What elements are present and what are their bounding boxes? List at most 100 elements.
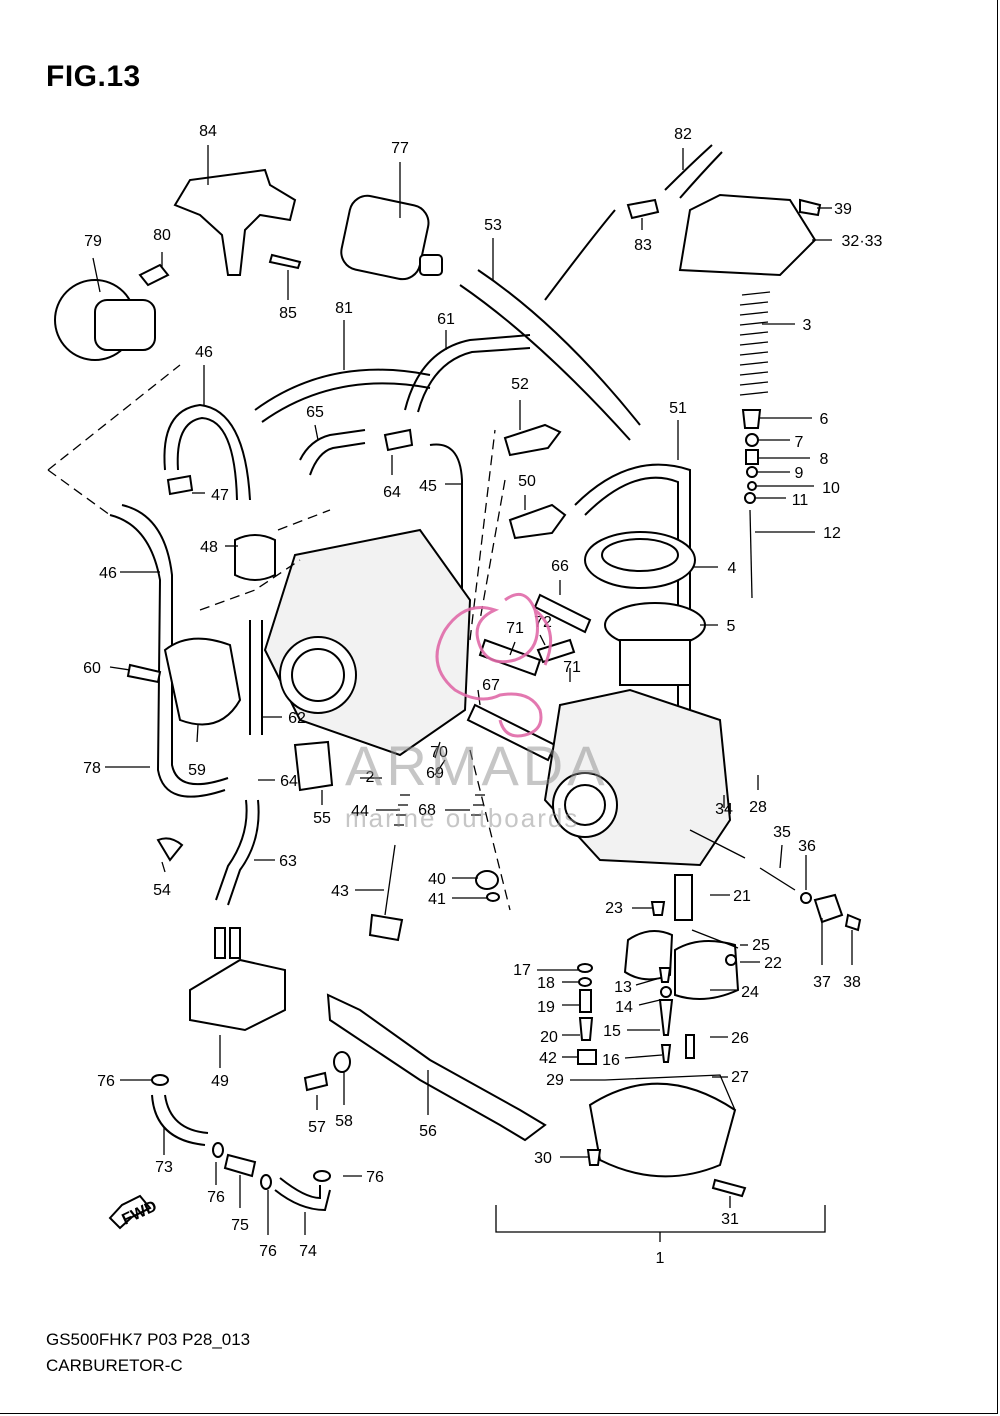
callout-label: 4 [728, 560, 737, 577]
callout-label: 85 [279, 305, 297, 322]
part-85-screw [268, 253, 302, 270]
callout-label: 51 [669, 400, 687, 417]
callout-label: 2 [366, 769, 375, 786]
part-1-bracket [495, 1205, 826, 1233]
callout-label: 18 [537, 975, 555, 992]
part-60-bolt [126, 663, 162, 684]
callout-label: 45 [419, 478, 437, 495]
callout-label: 11 [792, 492, 809, 509]
callout-label: 71 [563, 659, 581, 676]
callout-label: 28 [749, 799, 767, 816]
part-30-screw [586, 1149, 602, 1166]
callout-label: 25 [752, 937, 770, 954]
part-37-screw [813, 893, 844, 924]
part-73-hose [151, 1094, 206, 1146]
part-59-bracket [163, 637, 242, 726]
part-74-hose [274, 1189, 331, 1212]
part-47-joint [166, 474, 194, 496]
leader-lines [92, 145, 853, 1235]
part-29-27-float-chamber [588, 1082, 737, 1178]
parts-artwork [47, 144, 862, 1242]
callout-label: 10 [822, 480, 840, 497]
callout-label: 64 [383, 484, 401, 501]
callout-label: 7 [795, 434, 804, 451]
part-57-screw [303, 1071, 329, 1092]
part-35-spring [759, 867, 796, 891]
part-11-washer [744, 492, 756, 504]
watermark-tagline: marine outboards [345, 803, 579, 833]
part-21-float-valve [674, 874, 693, 921]
part-17-washer [577, 963, 593, 973]
part-75-joint [223, 1153, 257, 1178]
callout-label: 53 [484, 217, 502, 234]
part-38-cap [844, 913, 862, 932]
callout-label: 27 [731, 1069, 749, 1086]
part-51-hose [574, 463, 691, 720]
callout-label: 20 [540, 1029, 558, 1046]
callout-label: 64 [280, 773, 298, 790]
callout-label: 76 [97, 1073, 115, 1090]
callout-label: 73 [155, 1159, 173, 1176]
part-63-hose [227, 799, 260, 906]
part-64-connector [383, 428, 414, 452]
callout-label: 40 [428, 871, 446, 888]
callout-label: 59 [188, 762, 206, 779]
callout-label: 34 [715, 801, 733, 818]
callout-label: 47 [211, 487, 229, 504]
callout-label: 84 [199, 123, 217, 140]
part-58-washer [333, 1051, 351, 1073]
callout-label: 62 [288, 710, 306, 727]
callout-label: 46 [195, 344, 213, 361]
callout-label: 6 [820, 411, 829, 428]
callout-label: 52 [511, 376, 529, 393]
part-16-jet [660, 1044, 672, 1063]
callout-label: 75 [231, 1217, 249, 1234]
part-8-spring [745, 449, 759, 465]
callout-label: 16 [602, 1052, 620, 1069]
callout-label: 65 [306, 404, 324, 421]
callout-label: 63 [279, 853, 297, 870]
part-54-clamp [156, 837, 184, 862]
callout-label: 77 [391, 140, 409, 157]
callout-label: 83 [634, 237, 652, 254]
part-36-oring [800, 892, 812, 904]
callout-label: 49 [211, 1073, 229, 1090]
part-41-oring [486, 892, 500, 902]
callout-label: 22 [764, 955, 782, 972]
part-42-cap [577, 1049, 597, 1065]
callout-label: 13 [614, 979, 632, 996]
callout-label: 78 [83, 760, 101, 777]
callout-label: 36 [798, 838, 816, 855]
part-10-clip [747, 481, 757, 491]
part-80-bolt [138, 263, 170, 287]
part-43-screw [384, 844, 396, 916]
part-76-clamp [151, 1074, 169, 1086]
callout-label: 21 [733, 888, 751, 905]
callout-label: 26 [731, 1030, 749, 1047]
part-25-pin [691, 929, 739, 949]
part-84-bracket [173, 168, 297, 276]
callout-label: 8 [820, 451, 829, 468]
part-55-clip [293, 740, 334, 792]
callout-label: 48 [200, 539, 218, 556]
part-56-bracket [326, 993, 547, 1142]
footer-model-code: GS500FHK7 P03 P28_013 [46, 1330, 251, 1349]
part-44-spring [394, 794, 410, 826]
part-6-needle-holder [741, 409, 762, 429]
callout-label: 42 [539, 1050, 557, 1067]
callout-label: 55 [313, 810, 331, 827]
callout-label: 79 [84, 233, 102, 250]
watermark-brand: ARMADA [345, 734, 609, 797]
callout-label: 67 [482, 677, 500, 694]
callout-label: 5 [727, 618, 736, 635]
callout-label: 61 [437, 311, 455, 328]
callout-label: 39 [834, 201, 852, 218]
part-83-joint [626, 198, 660, 220]
callout-label: 56 [419, 1123, 437, 1140]
callout-label: 43 [331, 883, 349, 900]
part-23-screw [650, 901, 666, 916]
part-3-spring [739, 291, 771, 396]
callout-label: 81 [335, 300, 353, 317]
